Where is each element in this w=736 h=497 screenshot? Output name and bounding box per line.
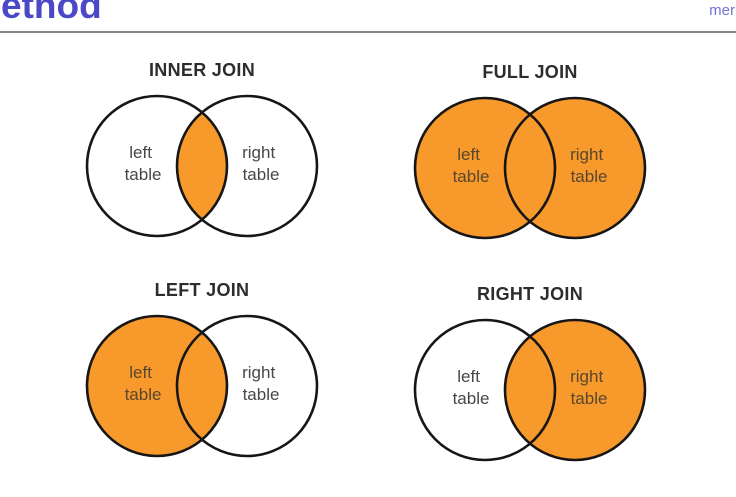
left-circle-outline — [413, 318, 557, 462]
right-table-label: right table — [242, 363, 280, 404]
right-table-label: right table — [570, 367, 608, 408]
venn-diagram-full-join: FULL JOIN left table right table — [405, 59, 655, 249]
diagram-title: INNER JOIN — [148, 60, 256, 80]
left-circle-outline — [413, 96, 557, 240]
left-circle-outline — [85, 94, 229, 238]
right-table-label: right table — [570, 145, 608, 186]
menu-link-partial[interactable]: mer — [709, 2, 735, 19]
intersection-lens — [504, 336, 556, 444]
right-circle-outline — [503, 96, 647, 240]
left-table-label: left table — [125, 143, 162, 184]
right-circle-outline — [503, 318, 647, 462]
intersection-lens — [176, 332, 228, 440]
intersection-lens — [504, 114, 556, 222]
venn-full-join-figure: left table right table — [413, 96, 647, 240]
left-table-label: left table — [125, 363, 162, 404]
left-table-label: left table — [453, 145, 490, 186]
right-circle-outline — [175, 314, 319, 458]
header-divider — [0, 31, 736, 33]
venn-diagram-inner-join: INNER JOIN left table right table — [77, 57, 327, 247]
page-title-partial: ethod — [1, 0, 102, 26]
left-circle-outline — [85, 314, 229, 458]
right-table-label: right table — [242, 143, 280, 184]
venn-diagram-left-join: LEFT JOIN left table right table — [77, 277, 327, 467]
left-table-label: left table — [453, 367, 490, 408]
venn-diagram-right-join: RIGHT JOIN left table right table — [405, 281, 655, 471]
venn-right-join-figure: left table right table — [413, 318, 647, 462]
intersection-lens — [176, 112, 228, 220]
venn-left-join-figure: left table right table — [85, 314, 319, 458]
diagram-title: LEFT JOIN — [154, 280, 250, 300]
right-circle-outline — [175, 94, 319, 238]
diagram-title: RIGHT JOIN — [476, 284, 583, 304]
venn-inner-join-figure: left table right table — [85, 94, 319, 238]
diagram-title: FULL JOIN — [482, 62, 578, 82]
